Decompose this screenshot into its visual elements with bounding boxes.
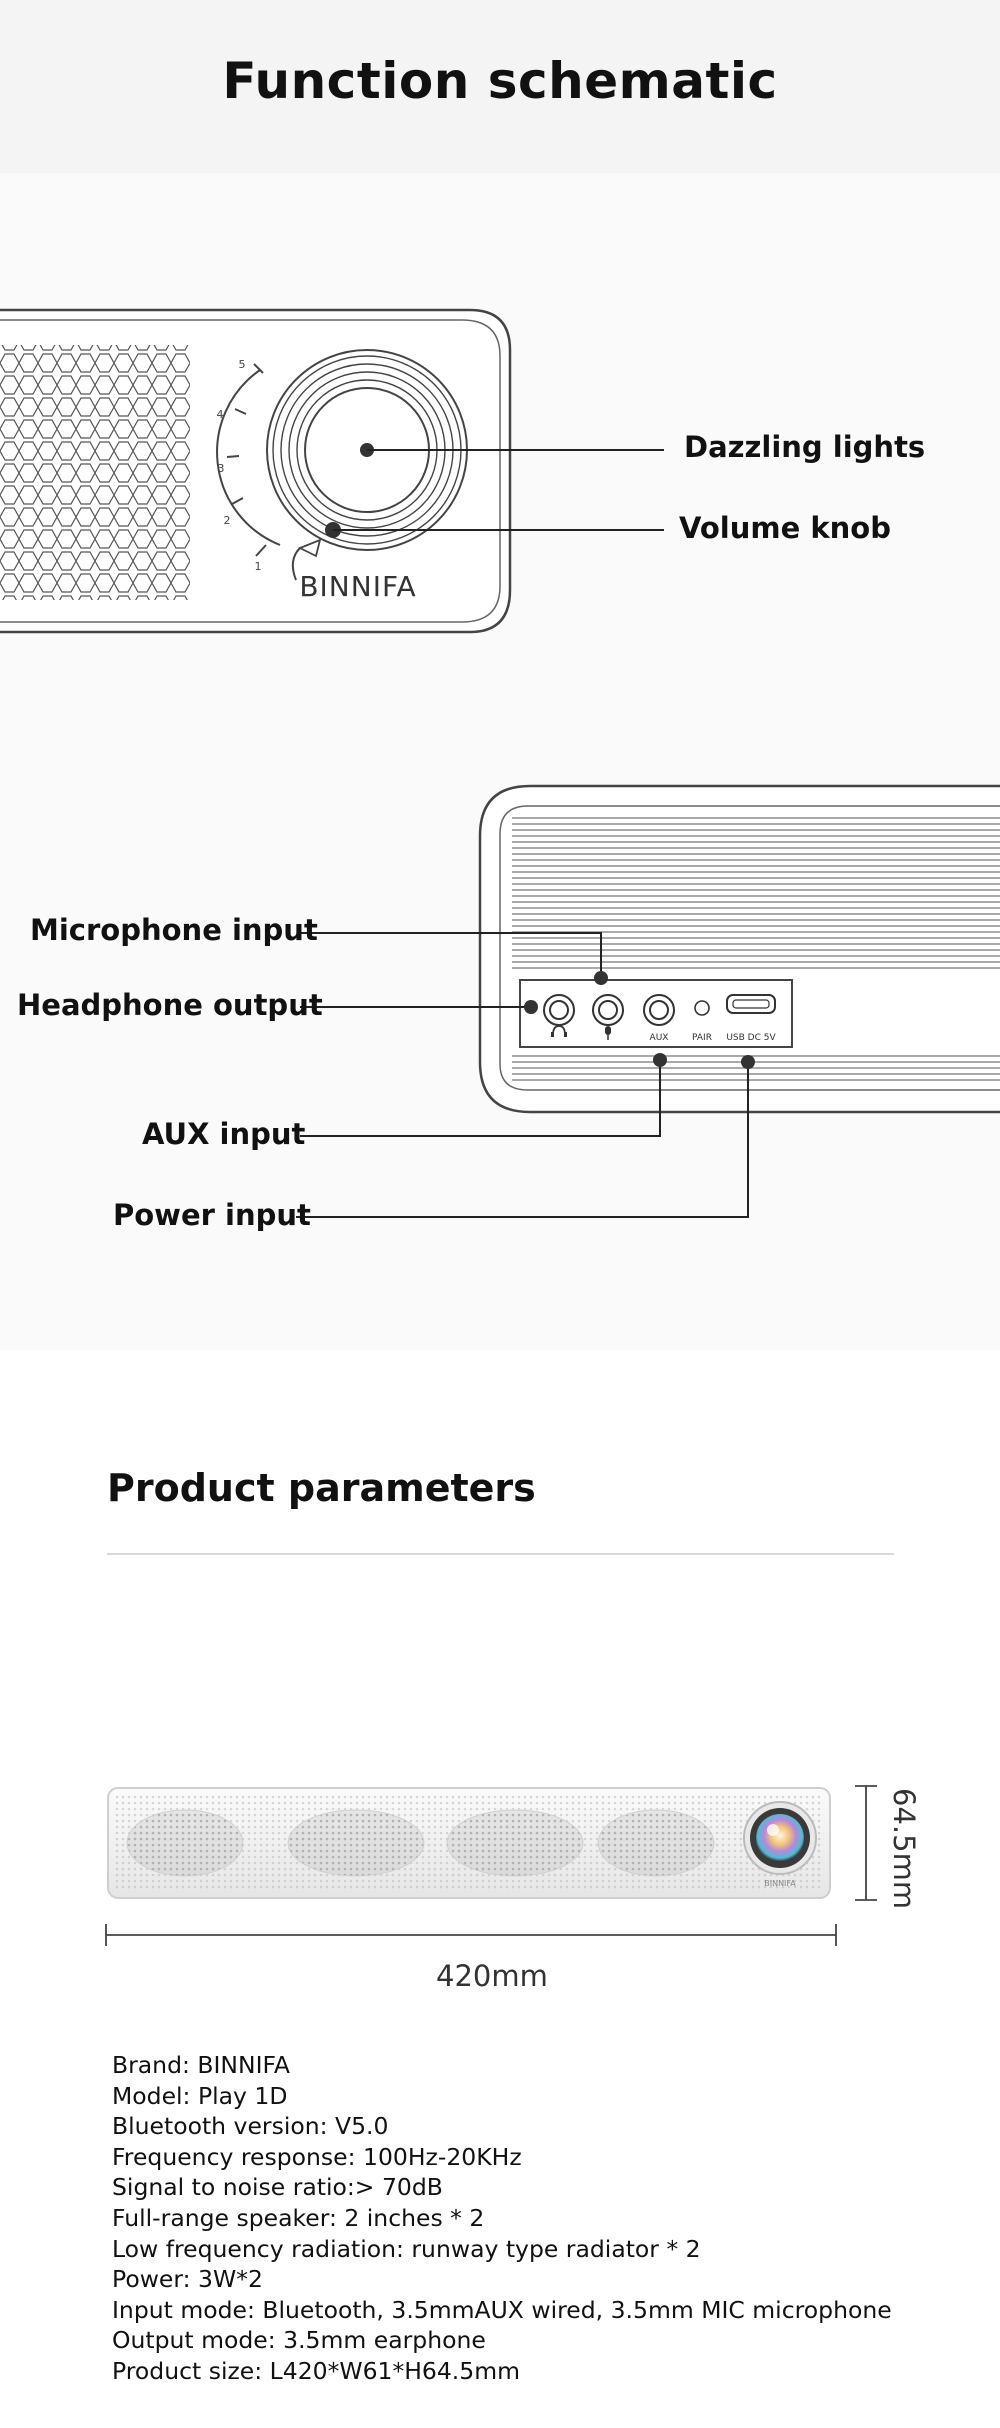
spec-output-mode: Output mode: 3.5mm earphone	[112, 2326, 486, 2355]
spec-power: Power: 3W*2	[112, 2265, 263, 2294]
product-grilles	[126, 1809, 715, 1877]
callout-dazzling-lights: Dazzling lights	[684, 430, 926, 464]
pair-button	[694, 1000, 710, 1016]
rear-body-outline	[478, 784, 1000, 1114]
scale-number-4: 4	[217, 408, 224, 421]
length-dimension-label: 420mm	[436, 1959, 548, 1993]
spec-full-range-speaker: Full-range speaker: 2 inches * 2	[112, 2203, 485, 2232]
callout-headphone-output: Headphone output	[17, 988, 323, 1022]
callout-aux-input: AUX input	[142, 1117, 306, 1151]
front-brand-mark: BINNIFA	[299, 570, 416, 603]
volume-scale-arc	[216, 369, 281, 546]
header-band	[0, 0, 1000, 173]
microphone-icon	[605, 1026, 611, 1035]
mic-leader-line	[300, 932, 602, 978]
spec-product-size: Product size: L420*W61*H64.5mm	[112, 2356, 521, 2385]
product-brand-mark: BINNIFA	[764, 1879, 796, 1888]
page-title: Function schematic	[222, 52, 778, 110]
spec-input-mode: Input mode: Bluetooth, 3.5mmAUX wired, 3…	[112, 2295, 892, 2324]
port-label-usb: USB DC 5V	[726, 1033, 776, 1043]
product-dimension-drawing: BINNIFA	[105, 1785, 877, 1946]
scale-number-1: 1	[255, 560, 262, 573]
spec-model: Model: Play 1D	[112, 2081, 288, 2110]
spec-frequency-response: Frequency response: 100Hz-20KHz	[112, 2142, 522, 2171]
callout-volume-knob: Volume knob	[679, 511, 891, 545]
rear-view-drawing: AUX PAIR USB DC 5V	[296, 784, 1000, 1218]
power-leader-dot	[741, 1055, 755, 1069]
port-label-pair: PAIR	[692, 1033, 712, 1043]
front-body-inner	[0, 319, 501, 623]
spec-list: Brand: BINNIFA Model: Play 1D Bluetooth …	[112, 2050, 892, 2387]
rear-body-inner	[499, 805, 1000, 1091]
scale-number-3: 3	[218, 462, 225, 475]
callout-power-input: Power input	[113, 1198, 311, 1232]
aux-leader-line	[300, 1060, 661, 1137]
headphone-icon	[552, 1025, 566, 1036]
knob-pointer	[291, 547, 301, 581]
front-speaker-mesh	[0, 345, 190, 600]
spec-brand: Brand: BINNIFA	[112, 2051, 290, 2079]
power-leader-line	[296, 1062, 749, 1218]
front-view-drawing: 1 2 3 4 5 BINNIFA	[0, 308, 664, 634]
params-title: Product parameters	[107, 1466, 536, 1510]
scale-number-2: 2	[224, 514, 231, 527]
spec-low-frequency-radiation: Low frequency radiation: runway type rad…	[112, 2234, 701, 2263]
spec-signal-to-noise: Signal to noise ratio:> 70dB	[112, 2173, 443, 2202]
product-knob-light	[756, 1814, 804, 1862]
scale-number-5: 5	[239, 358, 246, 371]
mic-leader-dot	[594, 971, 608, 985]
callout-microphone-input: Microphone input	[30, 913, 318, 947]
spec-bluetooth-version: Bluetooth version: V5.0	[112, 2112, 389, 2141]
height-dimension-label: 64.5mm	[887, 1788, 921, 1910]
rear-grille	[512, 817, 1000, 1081]
port-label-aux: AUX	[650, 1033, 669, 1043]
headphone-leader-dot	[524, 1000, 538, 1014]
params-divider	[107, 1553, 894, 1555]
aux-leader-dot	[653, 1053, 667, 1067]
